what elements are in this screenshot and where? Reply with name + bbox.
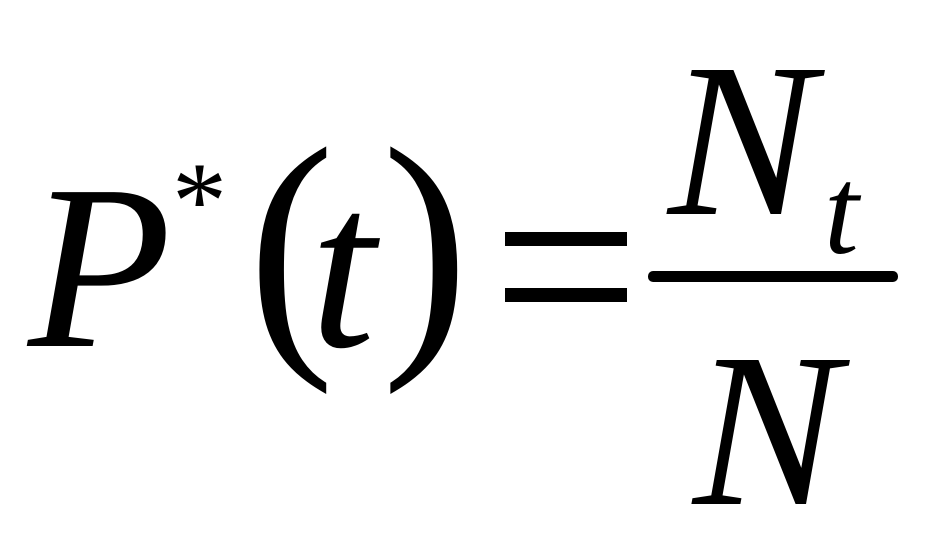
numerator-symbol-n: N	[668, 18, 815, 262]
equals-bottom-bar	[505, 288, 627, 302]
function-symbol-p: P	[28, 137, 172, 397]
open-parenthesis: (	[248, 93, 335, 396]
argument-t: t	[310, 137, 376, 397]
fraction-bar	[648, 271, 898, 282]
numerator-subscript-t: t	[824, 143, 859, 281]
denominator-symbol-n: N	[693, 308, 840, 552]
equals-top-bar	[505, 232, 627, 246]
probability-formula: P * ( t ) N t N	[28, 18, 898, 540]
close-parenthesis: )	[382, 93, 469, 396]
superscript-star: *	[172, 140, 227, 262]
